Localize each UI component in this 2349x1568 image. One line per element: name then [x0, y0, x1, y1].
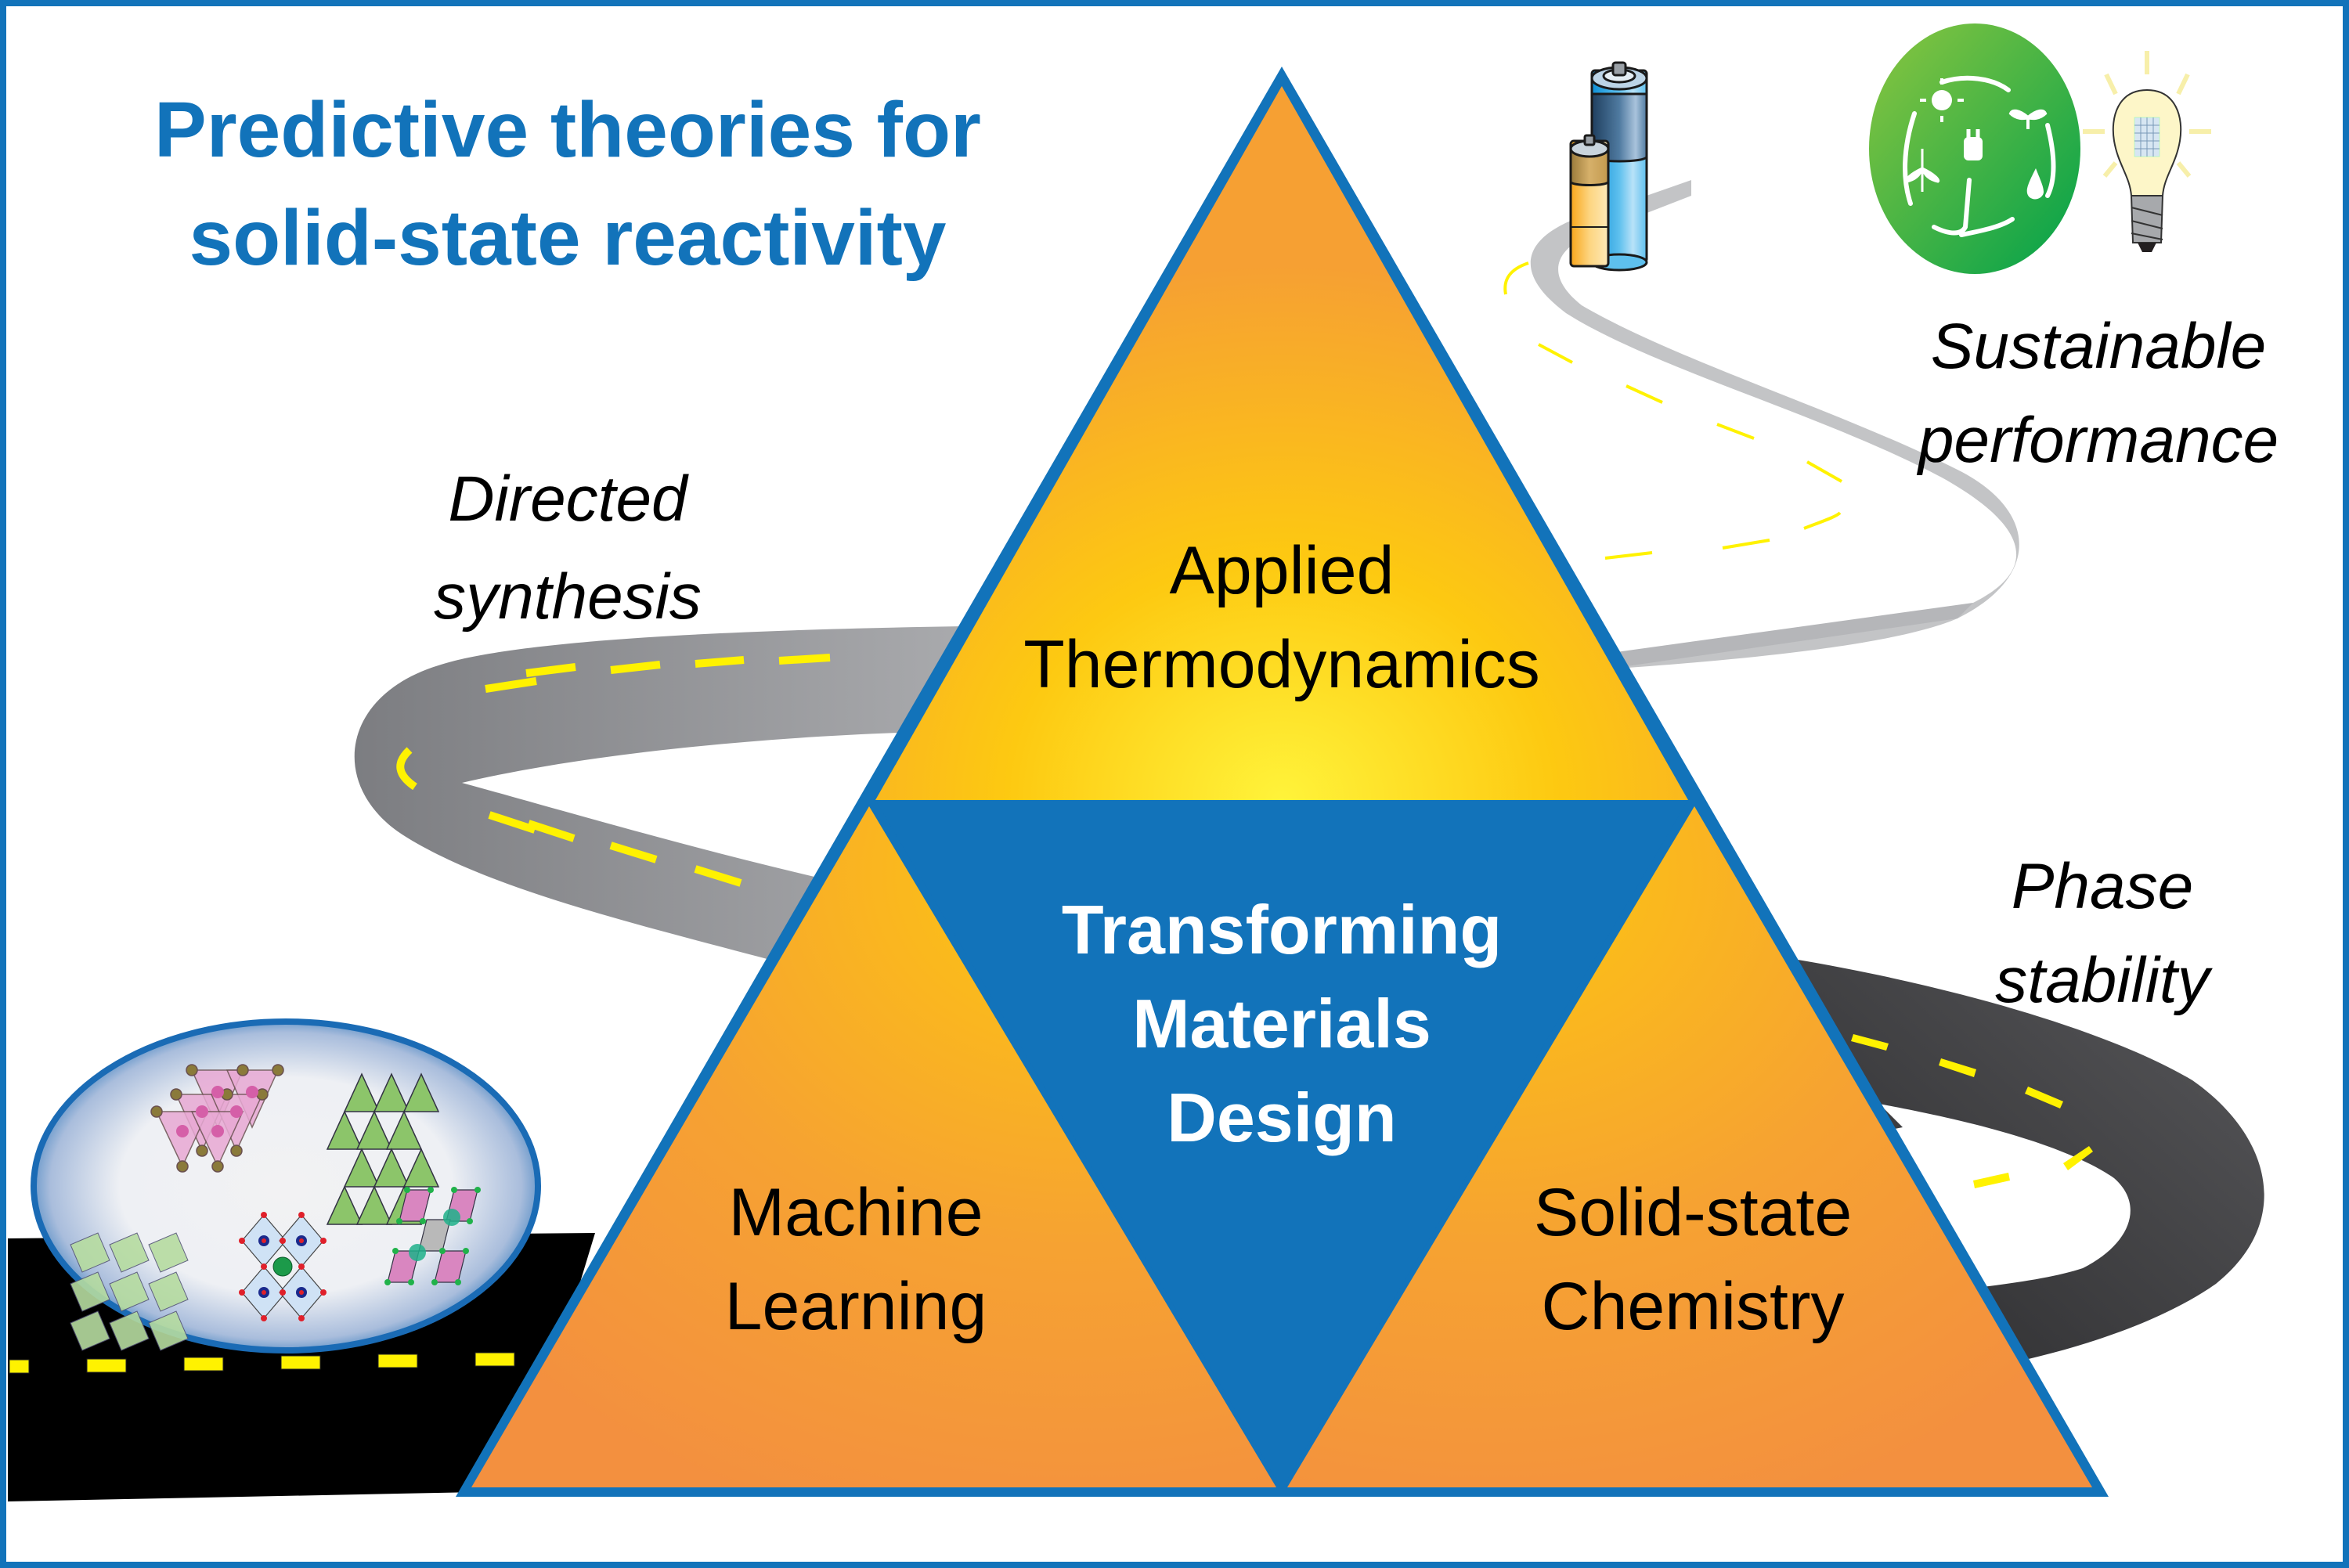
water-drop-icon: [2026, 168, 2044, 200]
label-solid-state-chemistry-line1: Solid-state: [1534, 1175, 1852, 1250]
label-applied-thermodynamics-line1: Applied: [1170, 533, 1395, 608]
lane-markings-black-road: [9, 1352, 515, 1374]
label-machine-learning-line1: Machine: [728, 1175, 983, 1250]
label-sustainable-performance-line1: Sustainable: [1931, 311, 2267, 382]
label-phase-stability-line1: Phase: [2012, 851, 2194, 922]
label-directed-synthesis-line1: Directed: [448, 463, 689, 535]
label-machine-learning-line2: Learning: [725, 1269, 987, 1344]
plug-icon: [1964, 137, 1983, 160]
sun-icon: [1932, 90, 1952, 110]
renewable-energy-cycle-icon: [1869, 23, 2080, 274]
label-directed-synthesis-line2: synthesis: [434, 561, 702, 633]
pyramid-bottom-right-section: [1287, 806, 2092, 1487]
pyramid: [456, 67, 2109, 1497]
lane-markings-dark-road: [1851, 1034, 2093, 1188]
pyramid-top-section: [875, 86, 1688, 800]
battery-icon: [1569, 61, 1648, 272]
title-line2: solid-state reactivity: [189, 194, 946, 282]
pink-tetrahedra-structure: [150, 1064, 284, 1173]
led-lightbulb-icon: [2083, 51, 2211, 252]
pyramid-center-section: [875, 800, 1688, 1489]
pyramid-bottom-left-section: [471, 806, 1276, 1487]
double-perovskite-structure: [384, 1187, 481, 1285]
title-line1: Predictive theories for: [154, 86, 981, 174]
lane-markings-gray-road: [396, 654, 831, 887]
green-octahedra-structure: [70, 1232, 189, 1351]
label-phase-stability-line2: stability: [1995, 945, 2213, 1016]
label-applied-thermodynamics-line2: Thermodynamics: [1023, 627, 1540, 702]
label-solid-state-chemistry-line2: Chemistry: [1541, 1269, 1844, 1344]
label-transforming-line2: Materials: [1132, 985, 1431, 1062]
crystal-structures-icon: [31, 1018, 541, 1354]
wind-turbine-icon: [1904, 149, 1940, 192]
label-transforming-line1: Transforming: [1062, 891, 1502, 968]
road-right-dark: [1793, 959, 2264, 1382]
sprout-icon: [2008, 109, 2048, 129]
perovskite-structure: [239, 1212, 327, 1321]
label-transforming-line3: Design: [1167, 1079, 1396, 1156]
label-sustainable-performance-line2: performance: [1916, 405, 2279, 476]
